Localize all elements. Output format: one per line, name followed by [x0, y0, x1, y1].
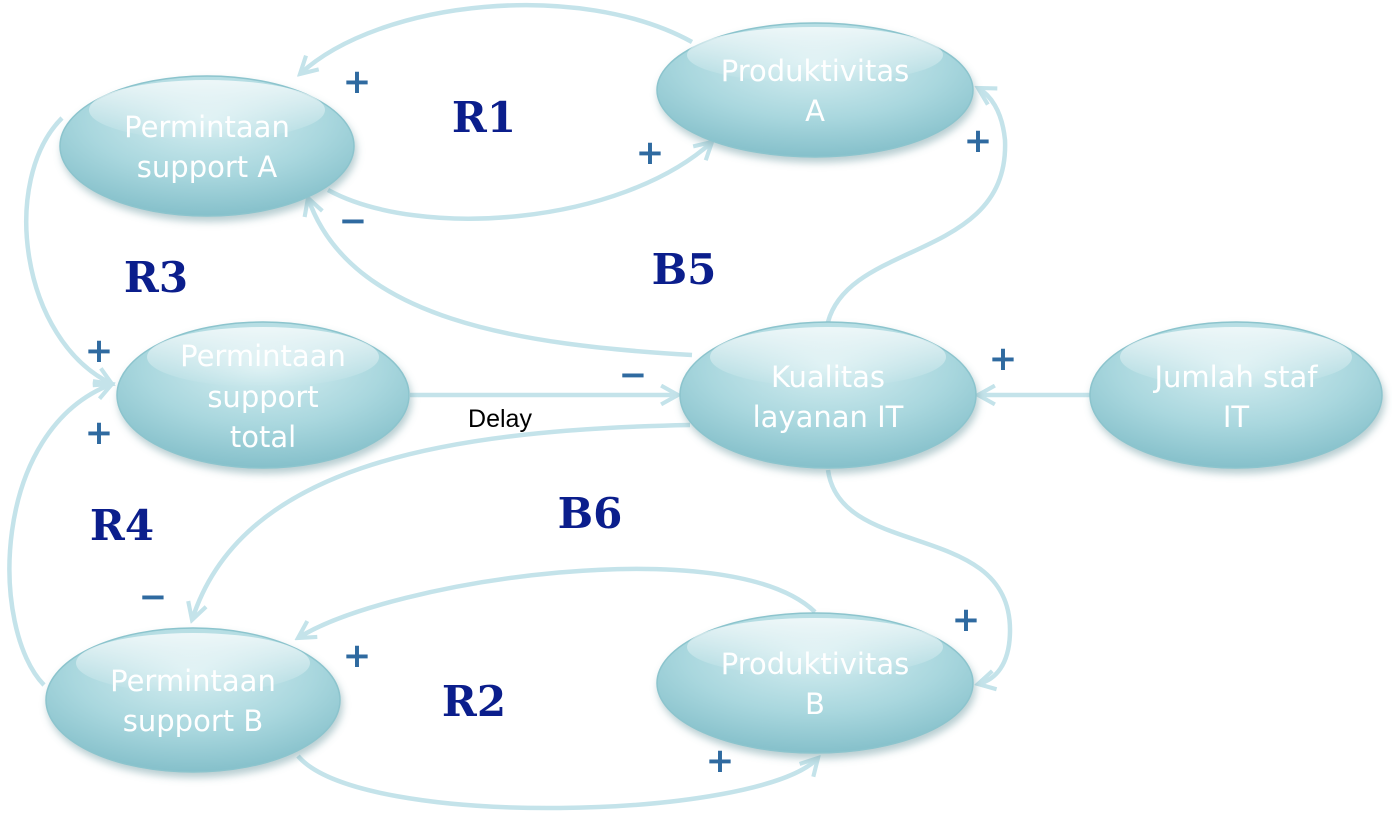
- node-jumlah-staf-it: Jumlah staf IT: [1089, 321, 1383, 469]
- node-label-produktivitas-a-line2: A: [805, 94, 825, 128]
- edge-produktivitas-b-to-permintaan-b: [298, 566, 817, 638]
- node-label-permintaan-total-line3: total: [230, 420, 296, 454]
- node-label-permintaan-total-line1: Permintaan: [180, 339, 346, 373]
- edge-kualitas-to-permintaan-a: [308, 198, 693, 358]
- polarity-sign: +: [989, 339, 1018, 379]
- node-label-jumlah-staf-line2: IT: [1223, 400, 1250, 434]
- loop-label-b6: B6: [558, 489, 623, 538]
- edge-permintaan-b-to-produktivitas-b: [296, 754, 818, 811]
- node-label-kualitas-line2: layanan IT: [753, 400, 904, 434]
- node-kualitas-layanan-it: Kualitas layanan IT: [679, 321, 977, 469]
- node-label-produktivitas-b-line1: Produktivitas: [721, 647, 910, 681]
- polarity-sign: −: [139, 577, 168, 617]
- loop-labels: R1 B5 R3 R4 B6 R2: [90, 93, 716, 726]
- loop-label-r1: R1: [452, 93, 516, 142]
- loop-label-r4: R4: [90, 501, 154, 550]
- node-produktivitas-b: Produktivitas B: [656, 612, 974, 754]
- edge-permintaan-a-to-permintaan-total: [24, 116, 112, 384]
- node-label-kualitas-line1: Kualitas: [771, 360, 885, 394]
- node-produktivitas-a: Produktivitas A: [656, 22, 974, 158]
- polarity-sign: +: [952, 600, 981, 640]
- edge-permintaan-b-to-permintaan-total: [7, 384, 112, 687]
- polarity-sign: +: [706, 741, 735, 781]
- node-label-permintaan-b-line1: Permintaan: [110, 664, 276, 698]
- loop-label-r3: R3: [124, 253, 188, 302]
- node-permintaan-support-b: Permintaan support B: [45, 627, 341, 773]
- node-label-jumlah-staf-line1: Jumlah staf: [1152, 360, 1318, 394]
- polarity-sign: +: [343, 62, 372, 102]
- edge-kualitas-to-produktivitas-a: [825, 88, 1008, 323]
- polarity-sign: +: [343, 636, 372, 676]
- node-label-produktivitas-b-line2: B: [805, 687, 825, 721]
- polarity-sign: +: [85, 413, 114, 453]
- edge-produktivitas-a-to-permintaan-a: [300, 3, 694, 74]
- edge-permintaan-a-to-produktivitas-a: [326, 142, 712, 221]
- edge-kualitas-to-produktivitas-b: [825, 469, 1013, 684]
- node-label-permintaan-a-line2: support A: [137, 150, 278, 184]
- polarity-sign: −: [619, 355, 648, 395]
- polarity-sign: +: [85, 331, 114, 371]
- node-label-permintaan-b-line2: support B: [123, 704, 263, 738]
- polarity-sign: +: [964, 121, 993, 161]
- edge-kualitas-to-permintaan-b: [192, 422, 691, 620]
- node-label-permintaan-a-line1: Permintaan: [124, 110, 290, 144]
- polarity-sign: −: [339, 201, 368, 241]
- polarity-sign: +: [636, 133, 665, 173]
- edges: [7, 3, 1090, 811]
- loop-label-b5: B5: [652, 245, 717, 294]
- loop-label-r2: R2: [442, 677, 506, 726]
- node-label-produktivitas-a-line1: Produktivitas: [721, 54, 910, 88]
- delay-label: Delay: [468, 405, 532, 433]
- node-permintaan-support-a: Permintaan support A: [59, 75, 355, 217]
- node-label-permintaan-total-line2: support: [207, 380, 318, 414]
- node-permintaan-support-total: Permintaan support total: [116, 321, 410, 469]
- polarity-signs: + + + − + + − + − + + +: [85, 62, 1018, 781]
